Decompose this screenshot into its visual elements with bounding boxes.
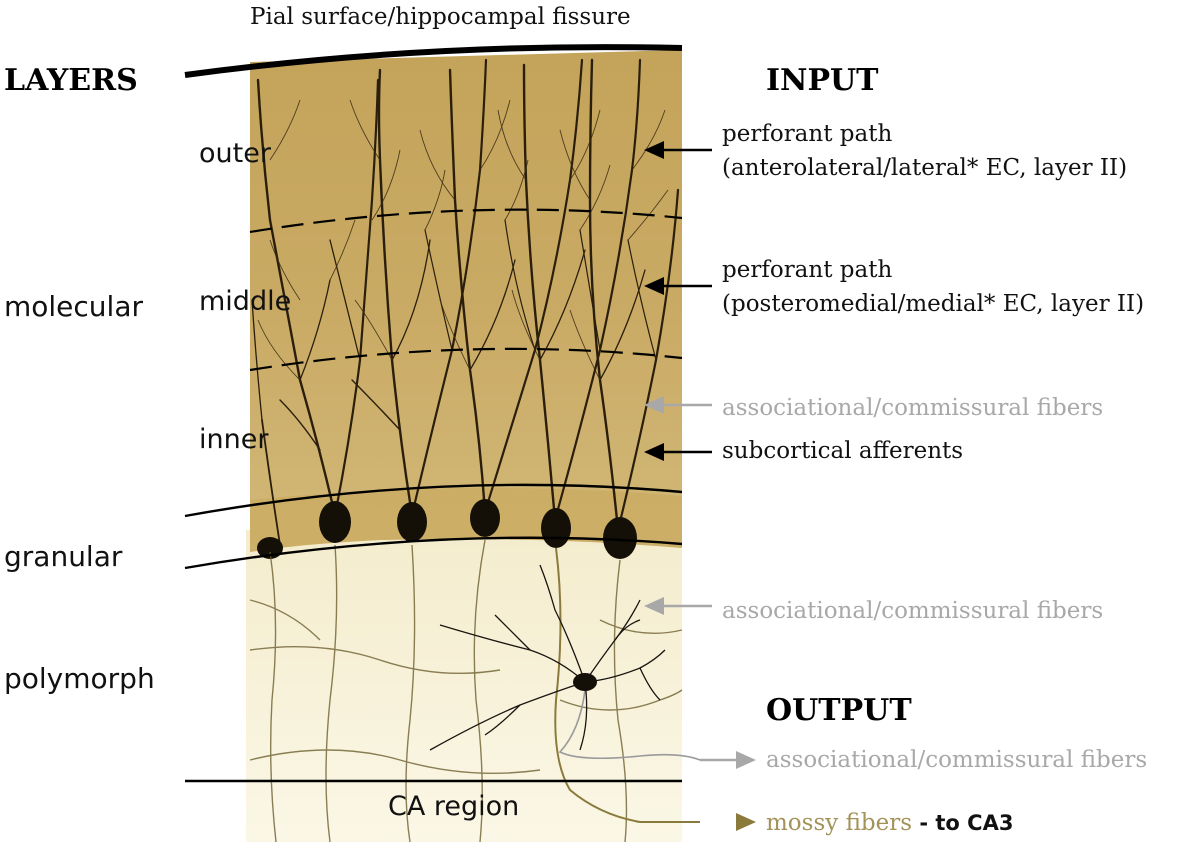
input-pp-lateral-line2: (anterolateral/lateral* EC, layer II)	[722, 155, 1128, 181]
layer-label-granular: granular	[4, 540, 123, 573]
granular-polymorph-boundary	[184, 536, 683, 570]
layer-label-polymorph: polymorph	[4, 662, 155, 695]
input-pp-medial-line1: perforant path	[722, 257, 893, 283]
granule-axons	[249, 539, 683, 842]
molecular-tissue	[250, 50, 682, 552]
polymorph-tissue	[246, 530, 682, 842]
commissural-axon	[558, 689, 701, 761]
input-arrow-pp-medial	[644, 277, 712, 295]
diagram-title: Pial surface/hippocampal fissure	[250, 4, 631, 30]
ca-region-label: CA region	[388, 791, 520, 822]
input-arrow-assoc-comm-molecular	[644, 396, 712, 414]
output-mossy-fibers: mossy fibers	[766, 810, 913, 836]
input-header: INPUT	[766, 63, 879, 98]
input-arrow-assoc-comm-polymorph	[644, 597, 712, 615]
pial-surface-line	[184, 44, 683, 78]
input-assoc-comm-molecular: associational/commissural fibers	[722, 395, 1104, 421]
sublayer-label-middle: middle	[199, 286, 292, 317]
mossy-fiber-axon	[554, 547, 700, 823]
output-mossy-fibers-row: mossy fibers - to CA3	[766, 806, 1013, 840]
granule-cell	[541, 508, 571, 548]
granule-dendrites	[251, 58, 680, 546]
molecular-granular-boundary	[184, 483, 683, 518]
granule-cell-band	[250, 487, 682, 552]
layer-label-molecular: molecular	[4, 290, 144, 323]
granule-cell	[319, 501, 351, 543]
output-mossy-target: - to CA3	[919, 811, 1014, 835]
sublayer-label-outer: outer	[199, 138, 271, 169]
granule-cell	[470, 499, 500, 537]
input-subcortical: subcortical afferents	[722, 438, 964, 464]
hilar-neuron-soma	[573, 673, 597, 691]
layers-header: LAYERS	[4, 63, 138, 98]
hilar-neuron	[429, 564, 666, 751]
granule-cell	[603, 517, 637, 559]
input-arrow-subcortical	[644, 443, 712, 461]
output-header: OUTPUT	[766, 693, 912, 728]
output-arrow-mossy	[736, 813, 756, 831]
input-assoc-comm-polymorph: associational/commissural fibers	[722, 598, 1104, 624]
input-pp-lateral-line1: perforant path	[722, 121, 893, 147]
granule-cell	[397, 502, 427, 542]
input-arrow-pp-lateral	[644, 141, 712, 159]
sublayer-label-inner: inner	[199, 424, 269, 455]
output-arrow-assoc-comm	[700, 751, 756, 769]
output-assoc-comm: associational/commissural fibers	[766, 747, 1148, 773]
input-pp-medial-line2: (posteromedial/medial* EC, layer II)	[722, 291, 1145, 317]
